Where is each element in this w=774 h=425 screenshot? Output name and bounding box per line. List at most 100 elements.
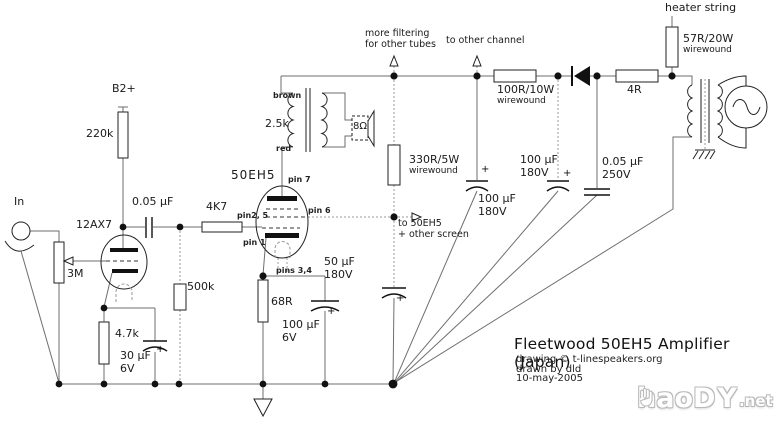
label-pin7: pin 7 bbox=[288, 175, 311, 184]
label-heater-string: heater string bbox=[665, 1, 737, 14]
label-r57r-sub: wirewound bbox=[683, 45, 732, 56]
label-b2-plus: B2+ bbox=[112, 82, 136, 95]
potentiometer-3m bbox=[53, 241, 65, 284]
watermark-post: Y bbox=[717, 383, 737, 414]
resistor-68r bbox=[257, 279, 269, 323]
label-wire-red: red bbox=[276, 144, 292, 153]
label-cap-100uf-6v: 100 µF 6V bbox=[282, 318, 320, 345]
label-r68r: 68R bbox=[271, 295, 293, 308]
ot-primary-winding bbox=[287, 92, 295, 148]
resistors bbox=[53, 26, 679, 365]
label-wire-brown: brown bbox=[273, 91, 302, 100]
watermark-tld: .net bbox=[738, 392, 773, 410]
cap-30uf-6v bbox=[142, 340, 168, 352]
label-cap-005uf-250v: 0.05 µF 250V bbox=[602, 155, 644, 182]
label-pin6: pin 6 bbox=[308, 206, 331, 215]
cap-100uf-180v-a bbox=[465, 180, 489, 192]
tube2-plate bbox=[267, 196, 297, 201]
cap-coupling-005uf bbox=[145, 217, 153, 238]
diode-rectifier bbox=[571, 66, 590, 86]
output-transformer bbox=[287, 88, 375, 152]
resistor-100r bbox=[493, 69, 537, 83]
label-cap-100uf-180v-a: 100 µF 180V bbox=[478, 192, 516, 219]
speaker-cone bbox=[367, 109, 375, 148]
credit-date: 10-may-2005 bbox=[516, 373, 584, 384]
note-more-filtering: more filtering for other tubes bbox=[365, 28, 436, 51]
note-screen-feed: to 50EH5 + other screen bbox=[398, 218, 469, 241]
pt-primary-winding bbox=[716, 84, 723, 138]
input-jack bbox=[4, 221, 35, 252]
more-filtering-arrow bbox=[389, 54, 399, 67]
label-input: In bbox=[14, 195, 25, 208]
resistor-4-7k bbox=[98, 321, 110, 365]
pot-wiper-arrow bbox=[62, 256, 74, 266]
resistor-500k bbox=[173, 283, 187, 311]
schematic-title: Fleetwood 50EH5 Amplifier (Japan) bbox=[514, 335, 730, 371]
star-ground-point bbox=[388, 379, 398, 389]
label-cap-100uf-180v-b: 100 µF 180V bbox=[520, 153, 558, 180]
label-pin1: pin 1 bbox=[243, 238, 266, 247]
label-cap-50uf: 50 µF 180V bbox=[324, 255, 355, 282]
cap-50uf-180v bbox=[381, 287, 407, 299]
ot-core bbox=[305, 88, 311, 152]
polarity-plus-100uf-6v: + bbox=[327, 306, 336, 317]
label-pins3-4: pins 3,4 bbox=[276, 266, 312, 275]
tube2-cathode bbox=[265, 233, 299, 238]
resistor-4r bbox=[615, 69, 659, 83]
polarity-plus-30uf: + bbox=[156, 344, 165, 355]
resistor-330r bbox=[387, 144, 401, 186]
label-ot-impedance: 2.5k bbox=[265, 117, 289, 130]
jack-tip bbox=[11, 221, 31, 241]
label-r100r-sub: wirewound bbox=[497, 96, 546, 107]
cap-100uf-6v bbox=[310, 300, 340, 312]
screen-feed-arrow bbox=[411, 212, 423, 222]
label-pin2-5: pin2, 5 bbox=[237, 211, 269, 220]
label-r4-7k: 4.7k bbox=[115, 327, 139, 340]
resistor-57r bbox=[665, 26, 679, 68]
ground-triangle-icon bbox=[253, 398, 273, 418]
other-channel-arrow bbox=[472, 54, 482, 67]
watermark: haoD Y .net bbox=[637, 385, 773, 412]
chassis-ground-icon bbox=[692, 149, 716, 160]
pt-core bbox=[700, 79, 710, 143]
arrows bbox=[62, 54, 482, 418]
jack-sleeve bbox=[4, 240, 35, 252]
label-r330r-value: 330R/5W bbox=[409, 153, 460, 166]
label-speaker-8ohm: 8Ω bbox=[353, 121, 368, 132]
label-r100r-value: 100R/10W bbox=[497, 83, 555, 96]
label-r500k: 500k bbox=[187, 280, 215, 293]
power-transformer bbox=[687, 75, 768, 160]
cap-100uf-180v-b bbox=[546, 180, 570, 192]
label-cap-30uf: 30 µF 6V bbox=[120, 349, 151, 376]
tube2-grids bbox=[262, 208, 306, 229]
ot-secondary-winding bbox=[320, 92, 328, 148]
label-r330r-sub: wirewound bbox=[409, 166, 458, 177]
label-r4k7: 4K7 bbox=[206, 200, 228, 213]
tube1-cathode bbox=[112, 269, 138, 273]
label-tube-12ax7: 12AX7 bbox=[76, 218, 113, 231]
resistor-220k bbox=[117, 111, 129, 159]
tube-50eh5 bbox=[255, 185, 309, 259]
polarity-plus-50uf: + bbox=[396, 293, 405, 304]
label-r57r-value: 57R/20W bbox=[683, 32, 734, 45]
label-coupling-cap: 0.05 µF bbox=[132, 195, 174, 208]
credit-source: drawing © t-linespeakers.org bbox=[516, 354, 663, 365]
pt-primary-leads bbox=[717, 75, 747, 149]
pt-secondary-winding bbox=[687, 84, 694, 138]
polarity-plus-100uf-b: + bbox=[563, 168, 572, 179]
tube1-heater bbox=[115, 283, 133, 302]
tube2-heater bbox=[274, 241, 291, 258]
label-tube-50eh5: 50EH5 bbox=[231, 168, 276, 182]
label-pot-3m: 3M bbox=[67, 267, 84, 280]
tube1-plate bbox=[110, 248, 138, 252]
resistor-4k7 bbox=[201, 221, 243, 233]
sine-wave-icon bbox=[732, 99, 761, 115]
label-r4r: 4R bbox=[627, 83, 642, 96]
polarity-plus-100uf-a: + bbox=[481, 164, 490, 175]
capacitors bbox=[142, 180, 610, 352]
tube-12ax7 bbox=[100, 234, 148, 302]
